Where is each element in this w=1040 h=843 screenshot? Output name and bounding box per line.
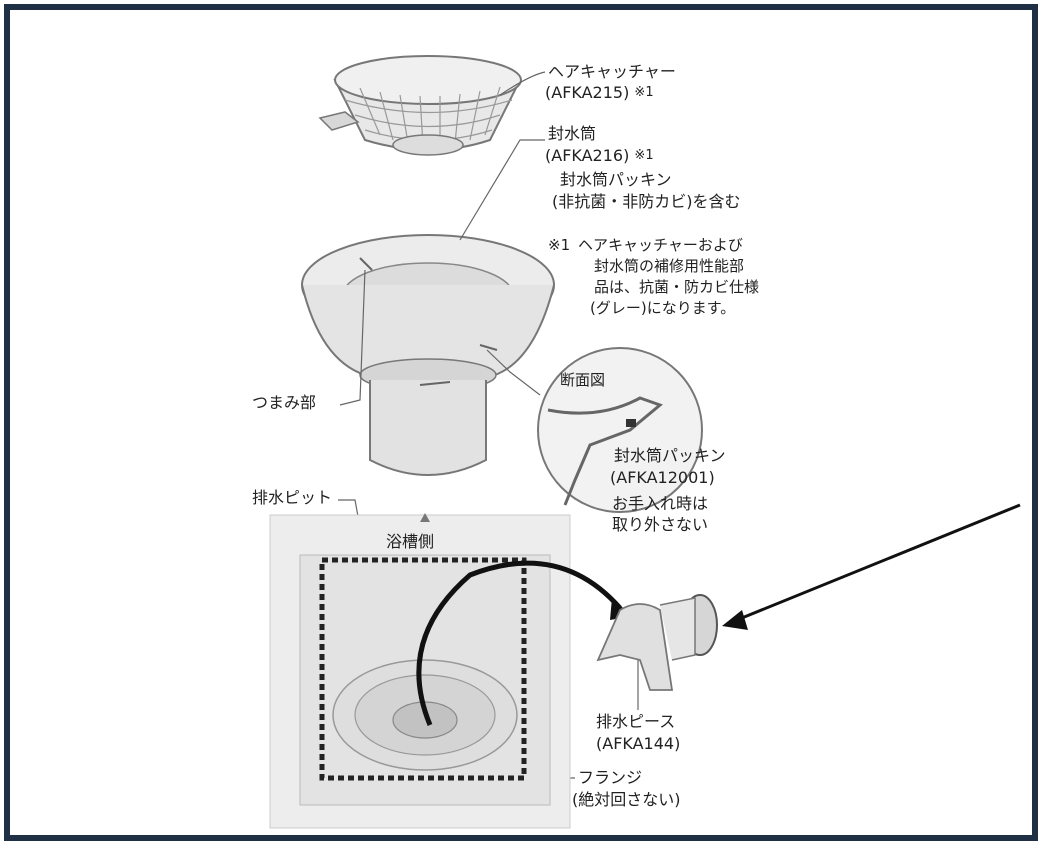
footnote-mark: ※1 [548, 236, 571, 254]
seal-cup-packing-included-1: 封水筒パッキン [560, 170, 672, 189]
packing-name: 封水筒パッキン [614, 446, 726, 465]
seal-cup-name: 封水筒 [548, 124, 597, 143]
drain-piece-code: (AFKA144) [596, 734, 681, 753]
seal-cup-packing-included-2: (非抗菌・非防カビ)を含む [552, 192, 741, 211]
drain-piece-illustration [596, 594, 718, 691]
footnote-line-4: (グレー)になります。 [590, 299, 736, 317]
section-view-label: 断面図 [560, 371, 606, 389]
tub-side-label: 浴槽側 [386, 532, 435, 551]
hair-catcher-illustration [318, 55, 522, 156]
hair-catcher-code-text: (AFKA215) [545, 83, 630, 102]
section-view-illustration [537, 347, 703, 513]
footnote-line-2: 封水筒の補修用性能部 [594, 257, 745, 275]
packing-note-1: お手入れ時は [612, 494, 709, 513]
seal-cup-illustration [301, 234, 555, 476]
note-mark-1: ※1 [634, 85, 654, 100]
seal-cup-code: (AFKA216) ※1 [545, 146, 654, 166]
packing-code: (AFKA12001) [610, 468, 715, 487]
hair-catcher-name: ヘアキャッチャー [548, 62, 676, 81]
flange-name: フランジ [578, 768, 643, 787]
hair-catcher-code: (AFKA215) ※1 [545, 83, 654, 103]
drain-pit-label: 排水ピット [252, 488, 333, 507]
pointer-arrow [722, 503, 1021, 630]
packing-note-2: 取り外さない [612, 515, 709, 534]
flange-note: (絶対回さない) [572, 790, 681, 809]
note-mark-2: ※1 [634, 148, 654, 163]
knob-label: つまみ部 [252, 393, 317, 412]
footnote-line-1: ヘアキャッチャーおよび [578, 236, 743, 254]
seal-cup-code-text: (AFKA216) [545, 146, 630, 165]
drain-pit-illustration [269, 513, 632, 829]
drain-piece-name: 排水ピース [596, 712, 676, 731]
footnote-line-3: 品は、抗菌・防カビ仕様 [594, 278, 760, 296]
